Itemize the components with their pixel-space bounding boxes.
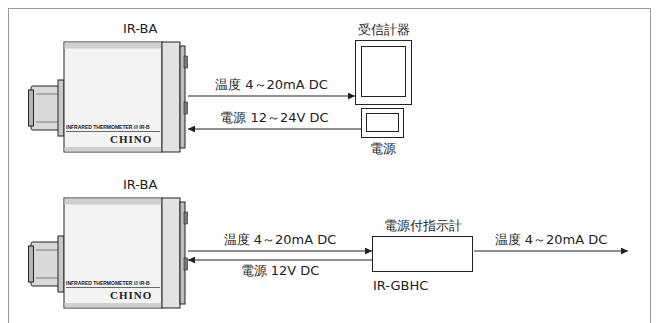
signal-label: 電源 12V DC xyxy=(239,264,322,279)
box-caption: 電源 xyxy=(370,142,396,157)
lens-line xyxy=(36,122,58,123)
brand-print: CHINO xyxy=(110,133,152,145)
camera-body xyxy=(64,198,162,308)
lens-collar xyxy=(58,80,64,136)
thermometer-unit: IR-BA INFRARED THERMOMETER /// IR-B CHINO xyxy=(28,22,188,158)
signal-label: 電源 12～24V DC xyxy=(218,111,330,126)
signal-label: 温度 4～20mA DC xyxy=(222,233,339,248)
box-heading: 電源付指示計 xyxy=(384,219,462,234)
camera-body xyxy=(64,42,162,152)
power-face xyxy=(366,113,399,132)
receiver-box: 受信計器 xyxy=(355,40,412,105)
signal-arrow xyxy=(188,95,355,96)
model-heading: IR-BA xyxy=(123,22,157,37)
lens-ring xyxy=(29,246,34,282)
output-label: 温度 4～20mA DC xyxy=(493,233,610,248)
thermometer-illustration xyxy=(28,22,188,158)
body-top-shade xyxy=(65,199,162,205)
lens-housing xyxy=(31,242,61,286)
print-rule xyxy=(66,287,160,288)
brand-print: CHINO xyxy=(110,289,152,301)
indicator-box: 電源付指示計IR-GBHC xyxy=(372,236,473,272)
thermometer-unit: IR-BA INFRARED THERMOMETER /// IR-B CHINO xyxy=(28,178,188,314)
body-print: INFRARED THERMOMETER /// IR-B xyxy=(66,124,150,130)
model-caption: IR-GBHC xyxy=(373,279,428,294)
display-window xyxy=(361,46,406,97)
panel-knob xyxy=(184,212,188,224)
front-panel xyxy=(162,42,180,152)
body-print: INFRARED THERMOMETER /// IR-B xyxy=(66,280,150,286)
panel-knob xyxy=(184,102,188,114)
lens-collar xyxy=(58,236,64,292)
signal-label: 温度 4～20mA DC xyxy=(213,78,330,93)
panel-knob xyxy=(184,56,188,68)
signal-arrow xyxy=(188,128,361,129)
model-heading: IR-BA xyxy=(123,178,157,193)
front-panel xyxy=(162,198,180,308)
lens-housing xyxy=(31,86,61,130)
body-bottom-shade xyxy=(65,303,162,308)
panel-knob xyxy=(184,258,188,270)
power-box: 電源 xyxy=(361,108,404,138)
signal-arrow xyxy=(188,250,372,251)
lens-ring xyxy=(29,90,34,126)
frame-border xyxy=(9,9,651,323)
signal-arrow xyxy=(188,259,372,260)
lens-line xyxy=(36,250,58,251)
box-heading: 受信計器 xyxy=(358,23,410,38)
body-bottom-shade xyxy=(65,147,162,152)
body-top-shade xyxy=(65,43,162,49)
lens-line xyxy=(36,94,58,95)
lens-line xyxy=(36,278,58,279)
output-arrow xyxy=(474,250,628,251)
thermometer-illustration xyxy=(28,178,188,314)
print-rule xyxy=(66,131,160,132)
